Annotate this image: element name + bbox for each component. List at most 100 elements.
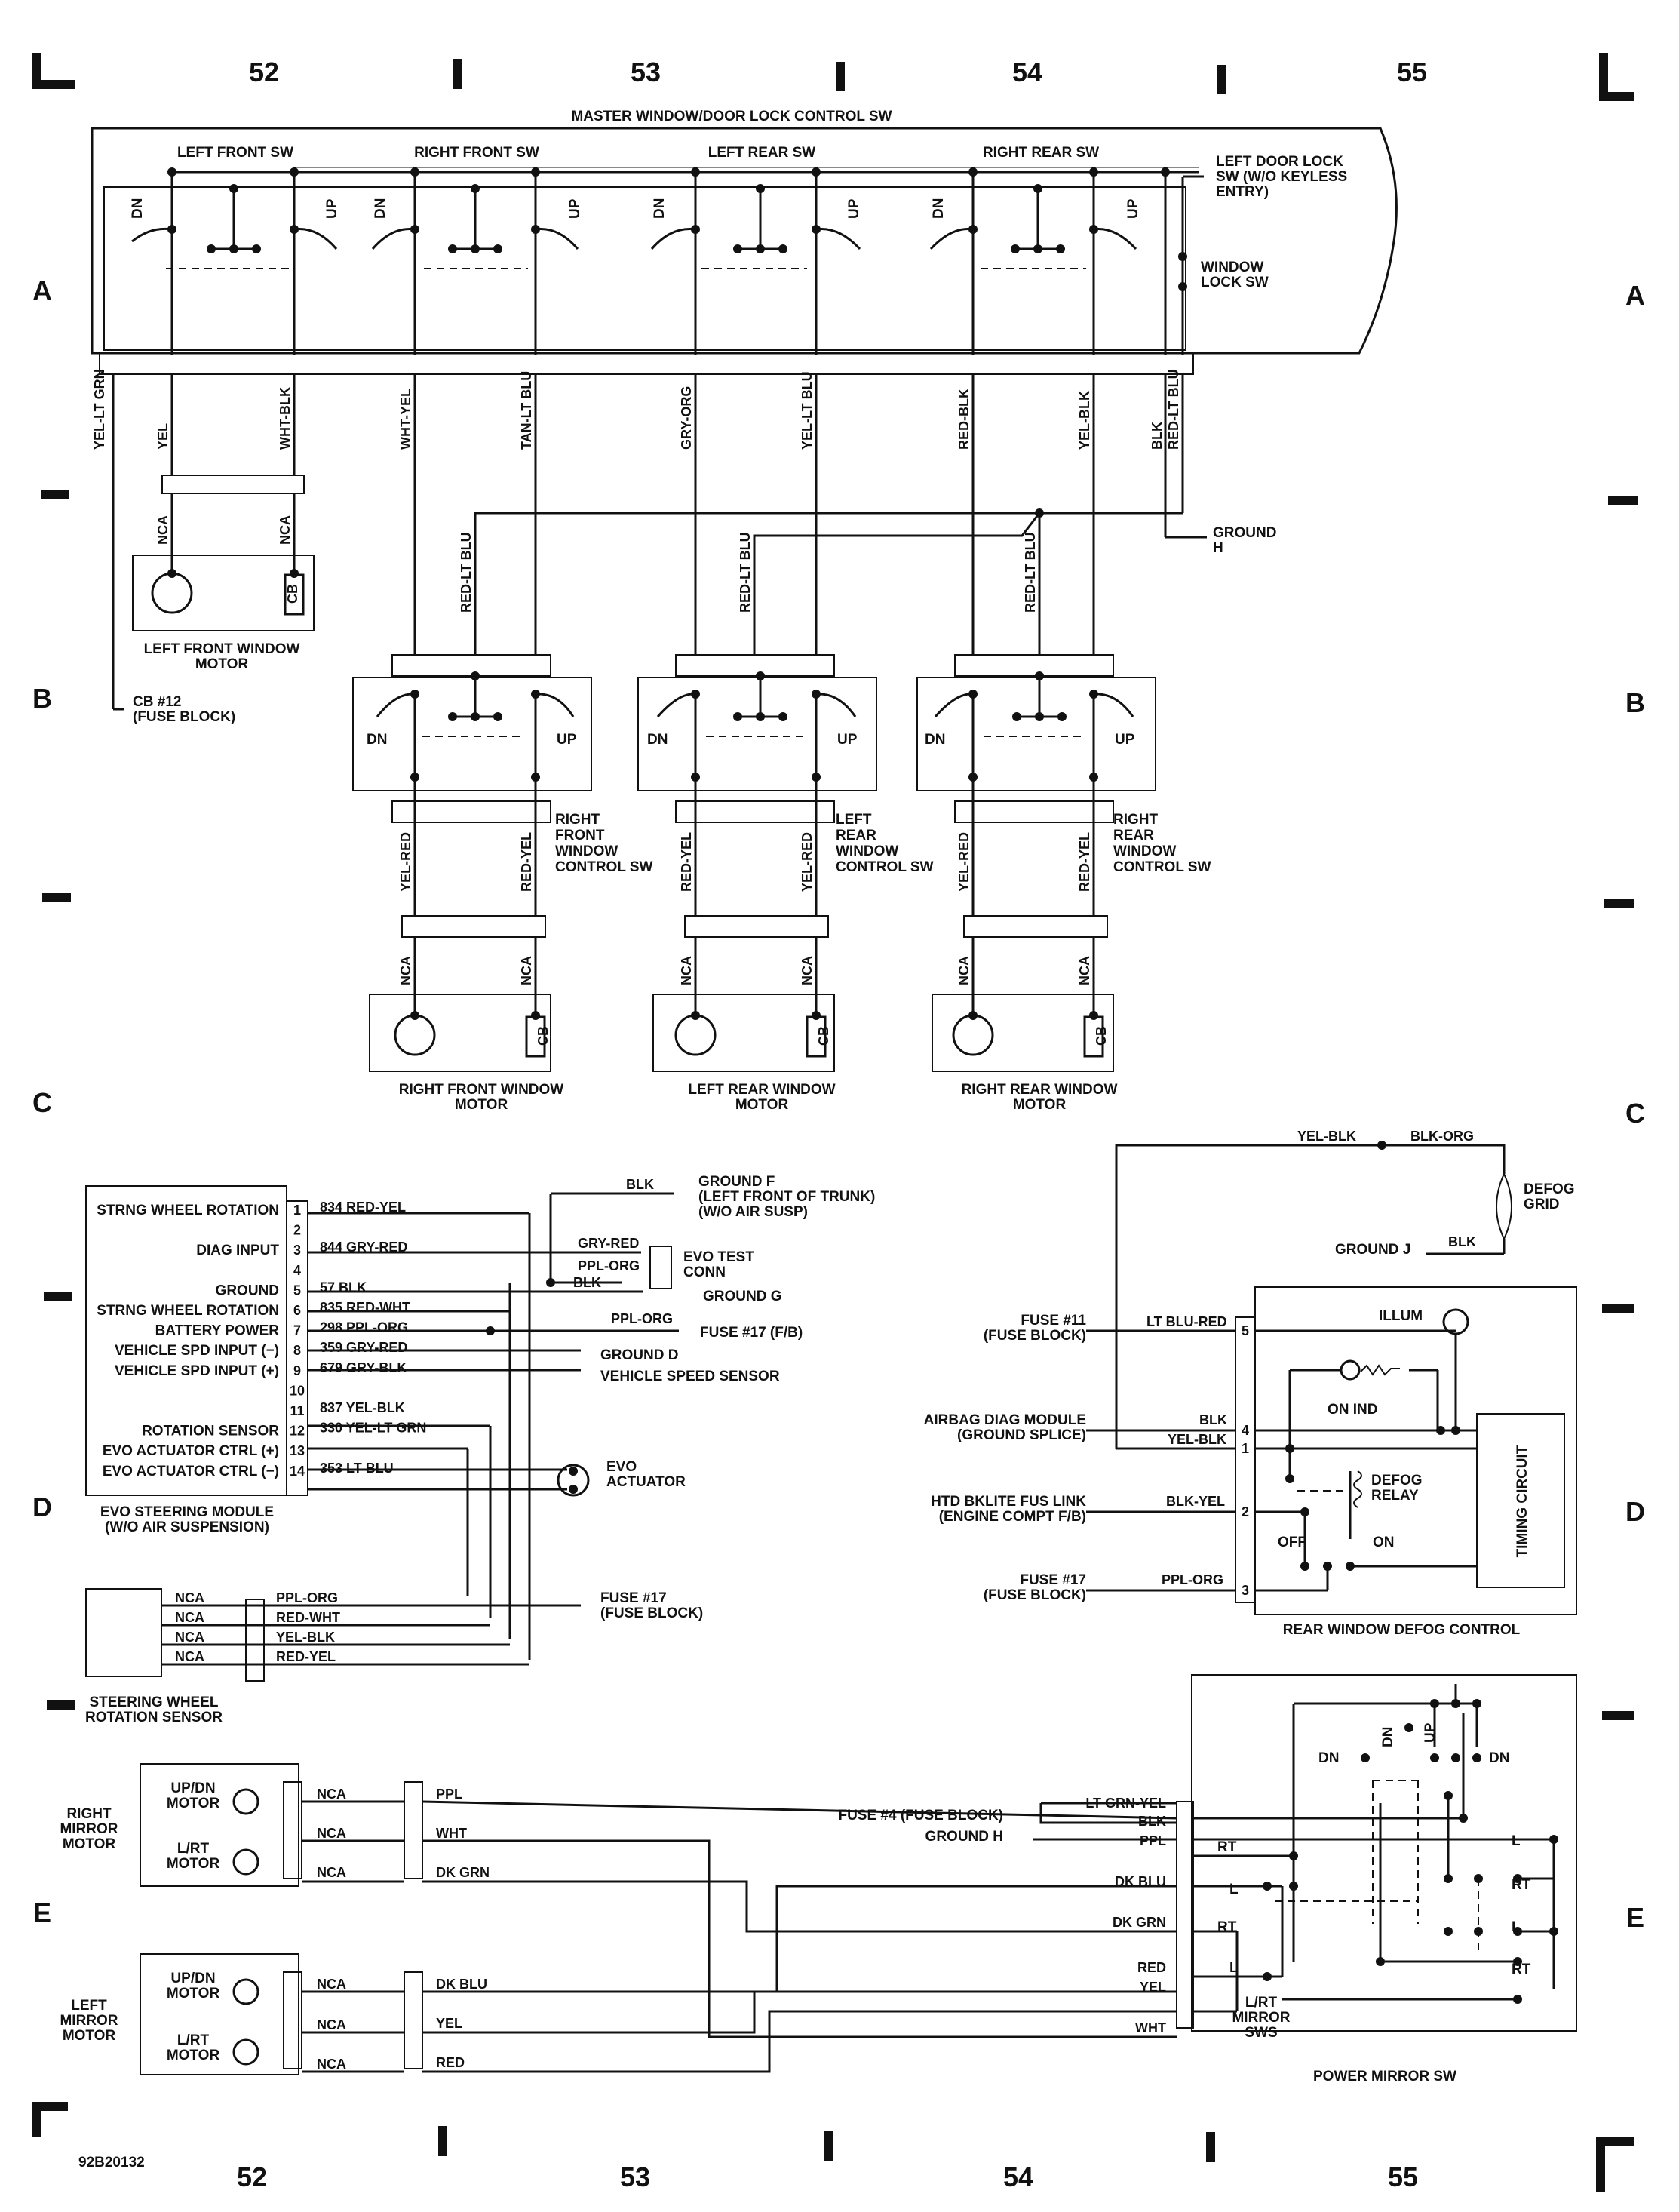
junction-dot — [229, 244, 238, 253]
grid-row-label: B — [1625, 687, 1645, 718]
defog-relay-label: RELAY — [1371, 1488, 1419, 1504]
junction-dot — [812, 167, 821, 177]
nca-label: NCA — [317, 1977, 346, 1992]
junction-dot — [410, 225, 419, 234]
junction-dot — [812, 225, 821, 234]
junction-dot — [546, 1278, 555, 1287]
wire-color-label: GRY-ORG — [679, 386, 694, 450]
wire-color-label: RED-LT BLU — [1166, 369, 1181, 450]
evo-pin-number: 8 — [293, 1343, 301, 1358]
lrt-motor-label: MOTOR — [167, 1856, 220, 1872]
cb-label: CB — [816, 1026, 831, 1046]
evo-pin-number: 11 — [290, 1403, 304, 1418]
junction-dot — [1472, 1699, 1481, 1708]
feed-wire-label: RED-LT BLU — [459, 532, 474, 613]
lrt-motor-label: L/RT — [177, 2032, 210, 2048]
on-label: ON — [1373, 1535, 1395, 1550]
window-control-label: CONTROL SW — [836, 859, 934, 875]
grid-column-label: 55 — [1388, 2161, 1418, 2192]
grid-column-label: 52 — [249, 57, 279, 88]
junction-dot — [1444, 1791, 1453, 1800]
cb-label: CB — [285, 584, 300, 604]
nca-label: NCA — [175, 1610, 204, 1625]
defog-pin-number: 4 — [1242, 1423, 1249, 1438]
junction-dot — [1089, 1011, 1098, 1020]
wire-color-label: YEL — [155, 423, 170, 450]
wire-color-label: BLK-YEL — [1166, 1494, 1225, 1509]
evo-wire-label: 298 PPL-ORG — [320, 1320, 408, 1335]
on-indicator-label: ON IND — [1328, 1402, 1378, 1418]
evo-pin-number: 13 — [290, 1443, 305, 1458]
nca-label: NCA — [398, 956, 413, 985]
updn-motor-label: UP/DN — [170, 1971, 215, 1986]
wire-color-label: PPL-ORG — [276, 1590, 338, 1605]
window-control-label: CONTROL SW — [555, 859, 653, 875]
htd-fuse-link-label: (ENGINE COMPT F/B) — [939, 1509, 1086, 1525]
defog-pin-number: 2 — [1242, 1504, 1249, 1519]
airbag-module-label: AIRBAG DIAG MODULE — [924, 1412, 1086, 1428]
junction-dot — [1285, 1474, 1294, 1483]
wire-color-label: YEL-BLK — [276, 1630, 335, 1645]
mirror-label: MOTOR — [63, 1836, 116, 1852]
evo-pin-function: STRNG WHEEL ROTATION — [97, 1303, 279, 1319]
nca-label: NCA — [278, 515, 293, 545]
rt-label: RT — [1512, 1962, 1531, 1977]
junction-dot — [569, 1467, 578, 1476]
defog-relay-label: DEFOG — [1371, 1473, 1423, 1488]
evo-pin-number: 6 — [293, 1303, 301, 1318]
wire-color-label: YEL — [436, 2016, 462, 2031]
door-lock-note: LEFT DOOR LOCK — [1216, 154, 1343, 170]
htd-fuse-link-label: HTD BKLITE FUS LINK — [931, 1494, 1086, 1510]
window-control-label: WINDOW — [836, 843, 898, 859]
defog-pin-number: 5 — [1242, 1323, 1249, 1338]
updn-motor-label: UP/DN — [170, 1780, 215, 1796]
junction-dot — [968, 773, 978, 782]
ground-f-label: (W/O AIR SUSP) — [698, 1204, 808, 1220]
wire-color-label: DK GRN — [1113, 1915, 1166, 1930]
nca-label: NCA — [175, 1649, 204, 1664]
junction-dot — [1472, 1753, 1481, 1762]
ground-label: GROUND — [1213, 525, 1276, 541]
evo-wire-label: 679 GRY-BLK — [320, 1360, 407, 1375]
fuse-label: FUSE #17 — [1020, 1572, 1086, 1588]
evo-actuator-label: ACTUATOR — [606, 1474, 686, 1490]
evo-test-conn-label: EVO TEST — [683, 1249, 754, 1265]
junction-dot — [1089, 167, 1098, 177]
fuse-label: FUSE #4 (FUSE BLOCK) — [838, 1808, 1003, 1823]
junction-dot — [1513, 1957, 1522, 1966]
ground-g-label: GROUND G — [703, 1289, 782, 1304]
evo-pin-number: 3 — [293, 1243, 301, 1258]
dn-label: DN — [130, 198, 146, 219]
evo-wire-label: 353 LT BLU — [320, 1461, 394, 1476]
junction-dot — [1451, 1699, 1460, 1708]
evo-wire-label: 330 YEL-LT GRN — [320, 1421, 426, 1436]
wire-color-label: YEL-LT GRN — [92, 369, 107, 450]
cb-fuse-note: (FUSE BLOCK) — [133, 709, 235, 725]
nca-label: NCA — [1077, 956, 1092, 985]
junction-dot — [1451, 1753, 1460, 1762]
wire-color-label: RED — [1137, 1960, 1166, 1975]
up-label: UP — [1423, 1722, 1438, 1743]
junction-dot — [410, 773, 419, 782]
nca-label: NCA — [155, 515, 170, 545]
junction-dot — [1513, 1874, 1522, 1883]
nca-label: NCA — [317, 1865, 346, 1880]
wire-color-label: RED-YEL — [519, 832, 534, 892]
grid-column-label: 53 — [620, 2161, 650, 2192]
wire-color-label: YEL-LT BLU — [800, 371, 815, 450]
nca-label: NCA — [317, 1786, 346, 1802]
up-label: UP — [557, 732, 577, 748]
updn-motor-label: MOTOR — [167, 1986, 220, 2002]
window-control-label: RIGHT — [1113, 812, 1159, 828]
dn-label: DN — [931, 198, 947, 219]
evo-pin-number: 14 — [290, 1464, 305, 1479]
junction-dot — [1513, 1995, 1522, 2004]
junction-dot — [1300, 1562, 1309, 1571]
defog-control-label: REAR WINDOW DEFOG CONTROL — [1283, 1622, 1521, 1638]
junction-dot — [1161, 167, 1170, 177]
nca-label: NCA — [175, 1590, 204, 1605]
junction-dot — [691, 690, 700, 699]
junction-dot — [1444, 1927, 1453, 1936]
window-control-label: REAR — [1113, 828, 1154, 843]
junction-dot — [1033, 244, 1042, 253]
